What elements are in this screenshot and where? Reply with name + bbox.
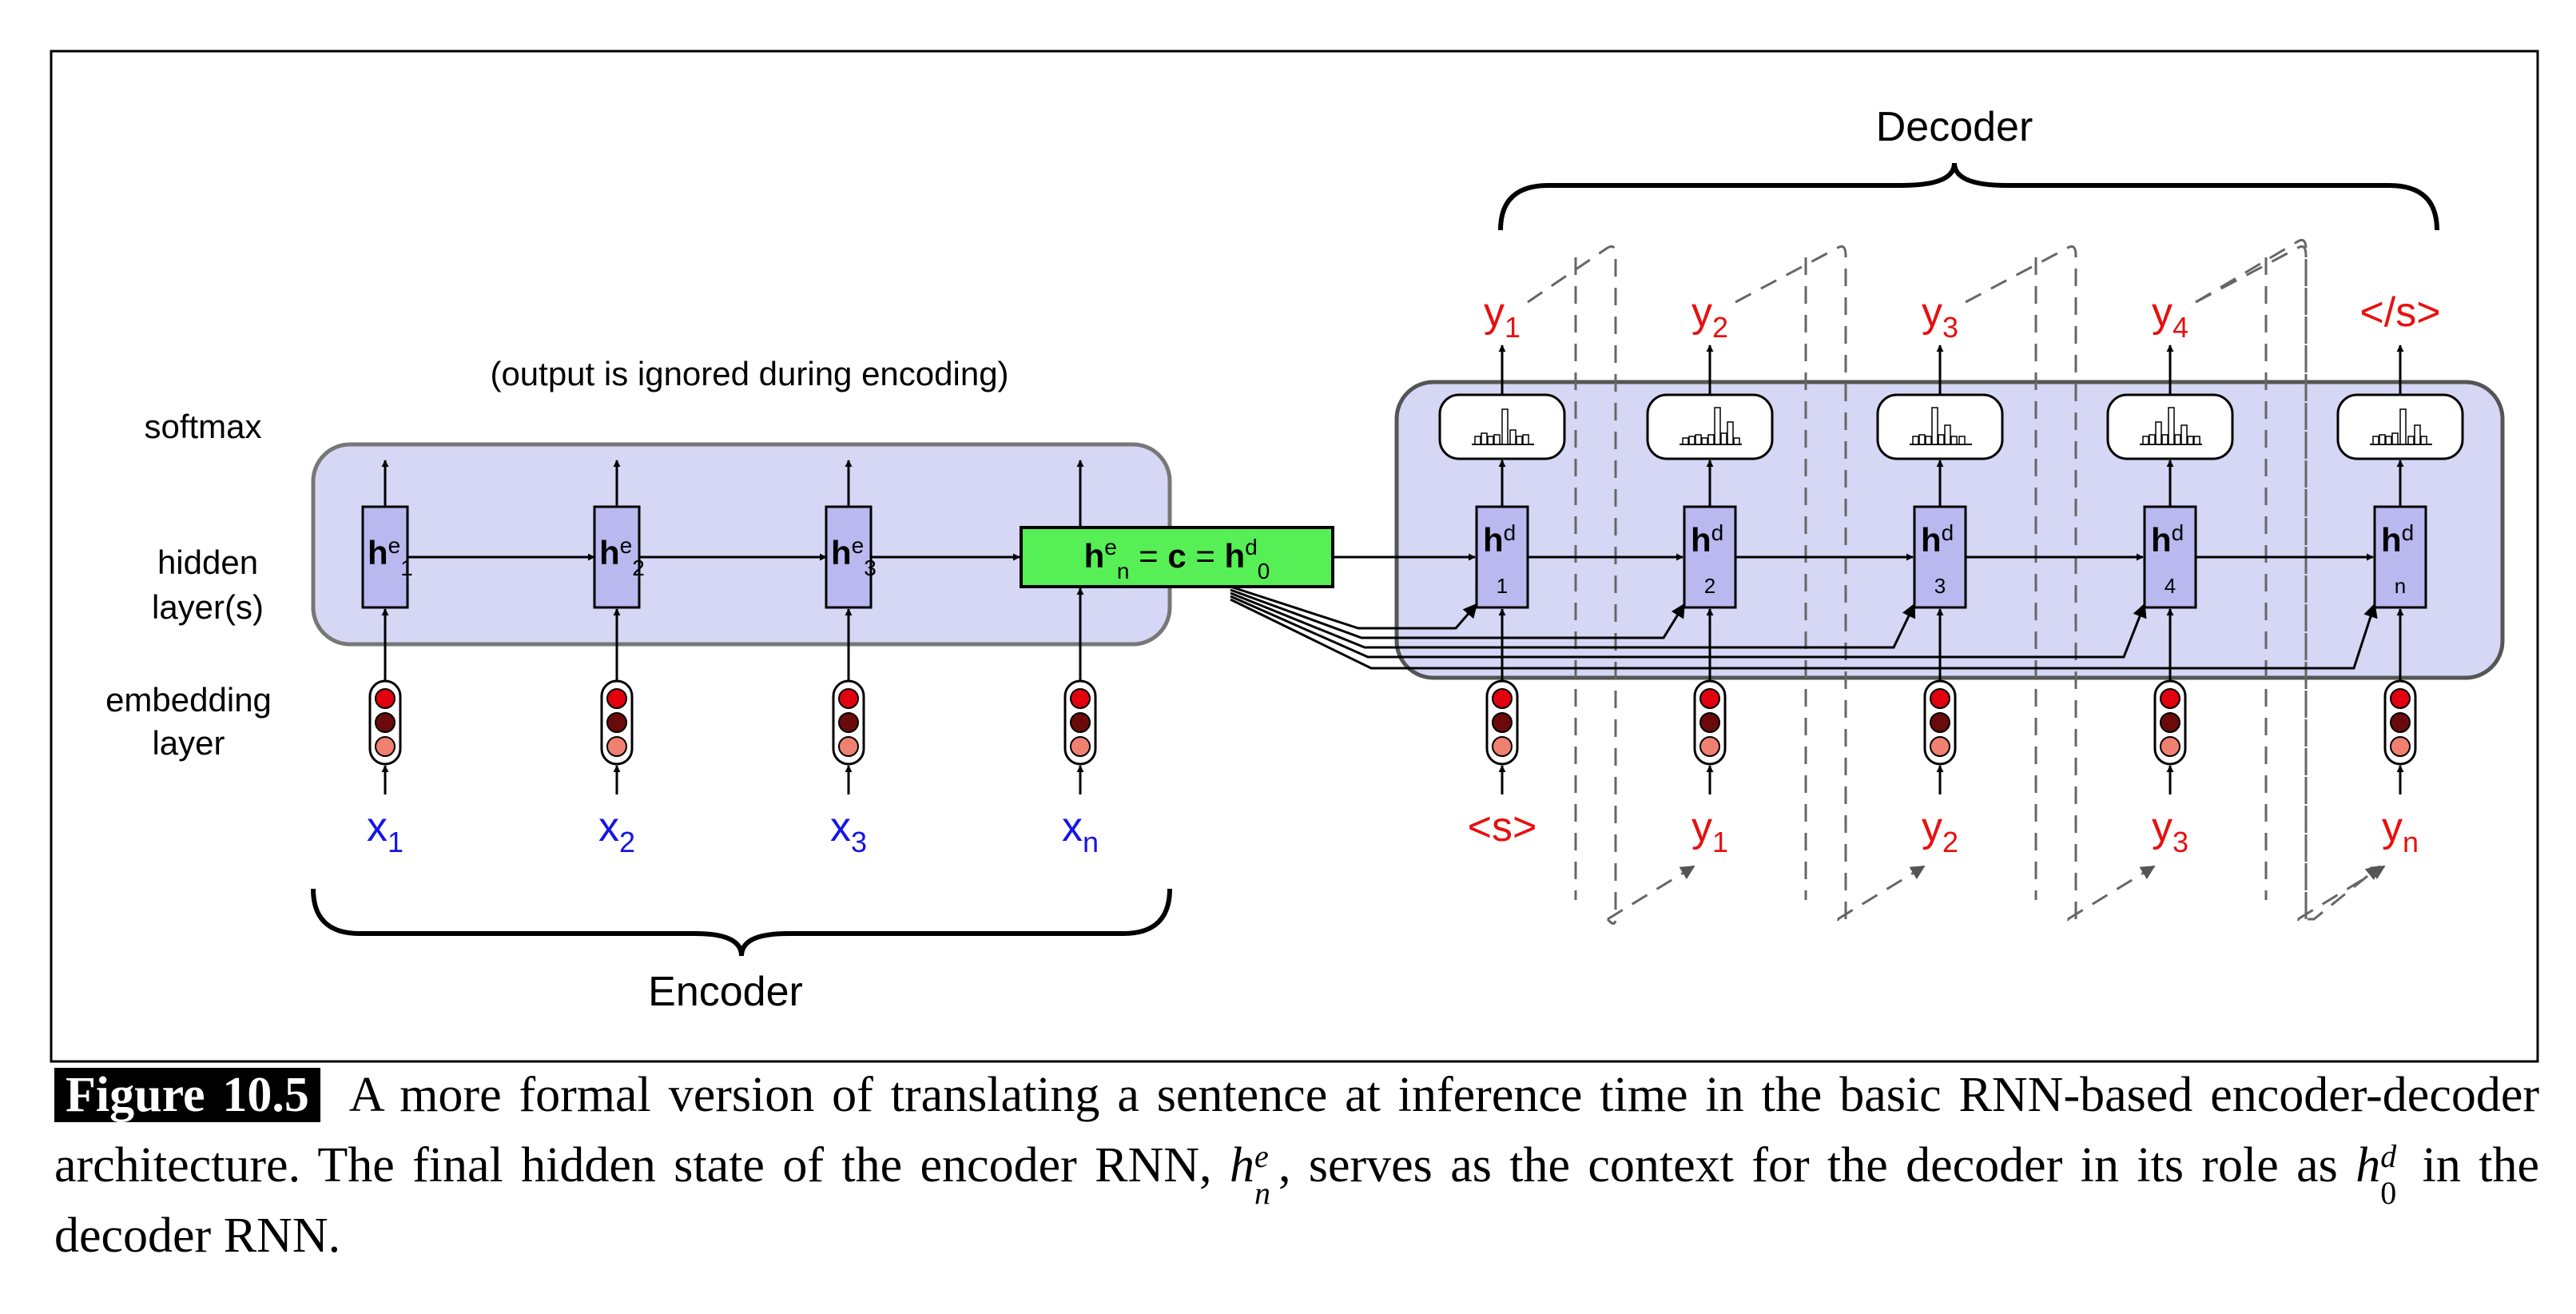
svg-text:hd: hd <box>1921 520 1954 559</box>
svg-text:he1: he1 <box>368 533 413 580</box>
decoder-softmax-4 <box>2106 393 2234 460</box>
encoder-hidden-node-2: he2 <box>593 505 645 609</box>
decoder-output-token-3: y3 <box>1922 289 1958 344</box>
feedback-dashes <box>1527 238 2386 925</box>
encoder-input-token-3: x3 <box>830 804 867 858</box>
caption-text-2: , serves as the context for the decoder … <box>1278 1138 2356 1193</box>
svg-text:n: n <box>2395 574 2406 598</box>
svg-text:hd: hd <box>2381 520 2414 559</box>
svg-text:he2: he2 <box>599 533 645 580</box>
decoder-input-token-4: y3 <box>2152 804 2188 858</box>
decoder-brace <box>1498 162 2439 231</box>
decoder-embedding-2 <box>1693 679 1727 766</box>
decoder-input-token-3: y2 <box>1922 804 1958 858</box>
decoder-output-token-1: y1 <box>1484 289 1521 344</box>
encoder-input-token-1: x1 <box>367 804 403 858</box>
softmax-label: softmax <box>144 408 261 445</box>
context-fanout-arrow-4 <box>1230 595 2147 659</box>
context-fanout-arrow-5 <box>1230 598 2378 670</box>
svg-text:hd: hd <box>2151 520 2184 559</box>
decoder-input-token-1: <s> <box>1468 804 1537 850</box>
caption-text-3: in the decoder RNN. <box>54 1138 2539 1263</box>
decoder-embedding-1 <box>1485 679 1519 766</box>
decoder-hidden-node-3: hd 3 <box>1913 505 1967 609</box>
encoder-hidden-node-1: he1 <box>361 505 413 609</box>
context-vector-box <box>1020 526 1334 588</box>
layers-label: layer(s) <box>152 588 264 626</box>
figure-number: Figure 10.5 <box>54 1068 320 1122</box>
output-ignored-note: (output is ignored during encoding) <box>490 355 1008 392</box>
svg-text:hd: hd <box>1483 520 1516 559</box>
encoder-embedding-4 <box>1063 679 1097 766</box>
encoder-hidden-node-3: he3 <box>825 505 877 609</box>
caption-text-1: A more formal version of translating a s… <box>54 1068 2539 1193</box>
context-fanout-arrow-2 <box>1230 588 1686 639</box>
decoder-hidden-node-1: hd 1 <box>1475 505 1529 609</box>
decoder-hidden-node-4: hd 4 <box>2143 505 2197 609</box>
decoder-embedding-5 <box>2383 679 2417 766</box>
decoder-embedding-4 <box>2153 679 2187 766</box>
decoder-softmax-5 <box>2336 393 2464 460</box>
decoder-softmax-1 <box>1438 393 1566 460</box>
encoder-embedding-3 <box>832 679 865 766</box>
decoder-output-token-4: y4 <box>2152 289 2188 344</box>
encoder-embedding-1 <box>368 679 402 766</box>
layer-label: layer <box>152 724 225 762</box>
hidden-label: hidden <box>157 544 258 581</box>
decoder-output-token-2: y2 <box>1691 289 1728 344</box>
context-vector-label: hen = c = hd0 <box>1084 535 1270 583</box>
svg-text:3: 3 <box>1934 574 1946 598</box>
svg-text:2: 2 <box>1704 574 1715 598</box>
decoder-softmax-3 <box>1876 393 2004 460</box>
svg-text:4: 4 <box>2165 574 2176 598</box>
svg-text:hd: hd <box>1691 520 1723 559</box>
encoder-input-token-4: xn <box>1062 804 1099 858</box>
decoder-input-token-2: y1 <box>1691 804 1728 858</box>
context-fanout-arrow-1 <box>1230 585 1478 630</box>
embedding-label: embedding <box>105 681 272 719</box>
encoder-input-token-2: x2 <box>598 804 635 858</box>
encoder-brace <box>311 888 1172 957</box>
encoder-embedding-2 <box>600 679 634 766</box>
decoder-hidden-node-5: hd n <box>2373 505 2427 609</box>
decoder-input-token-5: yn <box>2382 804 2419 858</box>
decoder-hidden-node-2: hd 2 <box>1683 505 1737 609</box>
svg-text:1: 1 <box>1497 574 1508 598</box>
decoder-title: Decoder <box>1876 104 2033 150</box>
decoder-softmax-2 <box>1646 393 1774 460</box>
decoder-output-token-5: </s> <box>2359 289 2440 336</box>
svg-text:he3: he3 <box>831 533 877 580</box>
encoder-title: Encoder <box>648 969 803 1015</box>
context-fanout-arrow-3 <box>1230 591 1916 649</box>
decoder-embedding-3 <box>1923 679 1957 766</box>
